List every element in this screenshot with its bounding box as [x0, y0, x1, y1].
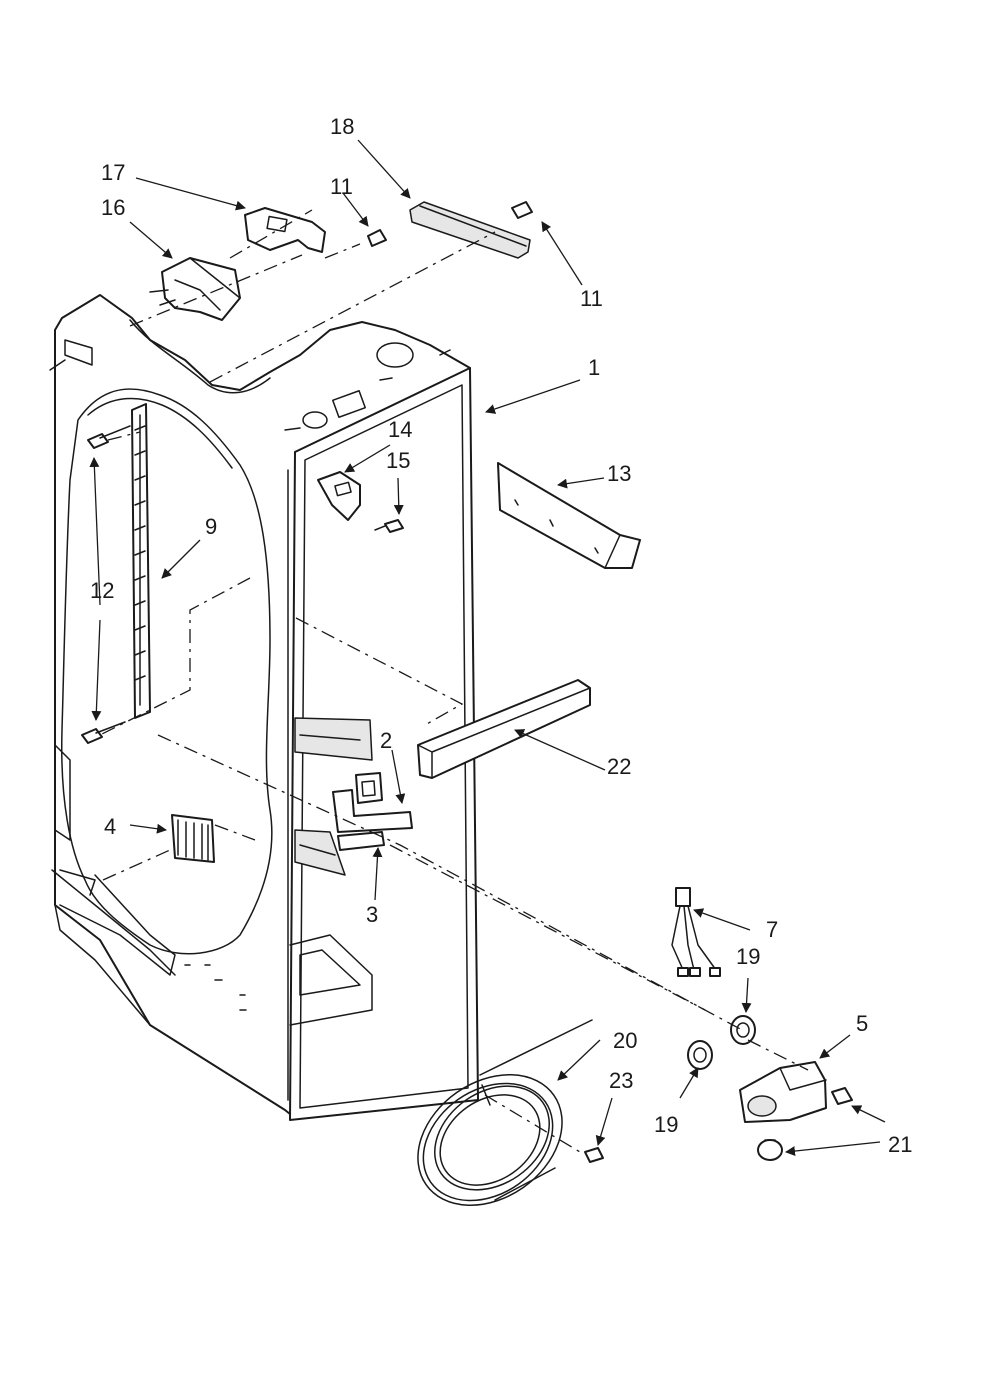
- label-part-22: 22: [607, 754, 631, 779]
- label-part-13: 13: [607, 461, 631, 486]
- part-14-clip: [317, 471, 361, 521]
- part-11-screws: [367, 201, 533, 247]
- label-part-19-upper: 19: [736, 944, 760, 969]
- part-23-screw: [584, 1147, 604, 1163]
- part-3-strip: [337, 831, 385, 851]
- label-part-16: 16: [101, 195, 125, 220]
- label-part-3: 3: [366, 902, 378, 927]
- part-16-housing: [149, 257, 241, 321]
- label-part-21: 21: [888, 1132, 912, 1157]
- label-part-4: 4: [104, 814, 116, 839]
- label-part-11-top: 11: [330, 174, 353, 199]
- label-part-17: 17: [101, 160, 125, 185]
- label-part-11-right: 11: [580, 286, 603, 311]
- cabinet-liner: [49, 294, 479, 1121]
- part-12-screws: [81, 425, 131, 744]
- part-4-vent: [171, 814, 215, 863]
- label-part-14: 14: [388, 417, 412, 442]
- label-part-12: 12: [90, 578, 114, 603]
- liner-inner-slots: [294, 717, 373, 876]
- label-part-19-lower: 19: [654, 1112, 678, 1137]
- part-19-grommets: [687, 1015, 756, 1070]
- part-9-rail: [131, 403, 151, 719]
- part-2-bracket: [332, 772, 413, 833]
- label-part-5: 5: [856, 1011, 868, 1036]
- label-part-15: 15: [386, 448, 410, 473]
- label-part-9: 9: [205, 514, 217, 539]
- part-22-bar: [417, 679, 591, 779]
- label-part-23: 23: [609, 1068, 633, 1093]
- part-7-harness: [671, 887, 721, 977]
- callout-labels: 1 2 3 4 5 7 9 11 11 12 13 14 15 16 17 18…: [90, 114, 912, 1157]
- part-17-bracket: [244, 207, 326, 253]
- part-13-channel: [497, 462, 641, 569]
- label-part-1: 1: [588, 355, 600, 380]
- label-part-18: 18: [330, 114, 354, 139]
- part-18-strip: [409, 201, 531, 259]
- label-part-20: 20: [613, 1028, 637, 1053]
- leader-arrows: [89, 139, 886, 1157]
- label-part-7: 7: [766, 917, 778, 942]
- part-15-screw: [374, 519, 404, 533]
- assembly-lines: [99, 209, 809, 1153]
- part-21-screws: [757, 1087, 853, 1161]
- part-5-housing: [739, 1061, 827, 1123]
- label-part-2: 2: [380, 728, 392, 753]
- part-20-tube-coil: [417, 1019, 593, 1207]
